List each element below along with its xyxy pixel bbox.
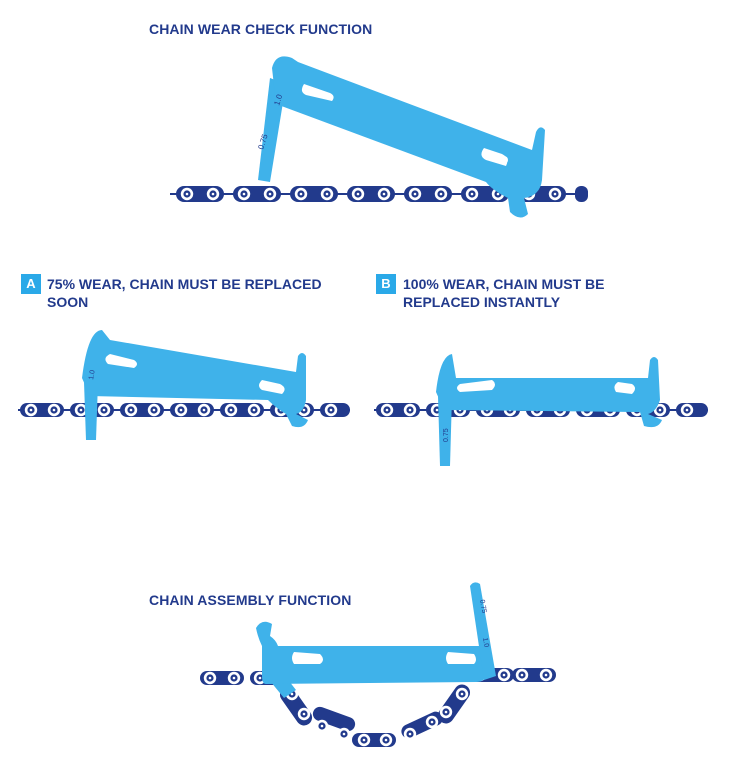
- tool-b: 0.75: [436, 354, 662, 466]
- caption-b: 100% WEAR, CHAIN MUST BE REPLACED INSTAN…: [403, 275, 604, 311]
- wear-check-title: CHAIN WEAR CHECK FUNCTION: [149, 21, 373, 37]
- mark-b: 0.75: [443, 428, 450, 442]
- badge-b: B: [376, 274, 396, 294]
- tool-top: 0.75 1.0: [256, 56, 545, 218]
- mark-bottom-075: 0.75: [478, 599, 487, 614]
- caption-a-line1: 75% WEAR, CHAIN MUST BE REPLACED: [47, 276, 322, 292]
- badge-a: A: [21, 274, 41, 294]
- caption-a: 75% WEAR, CHAIN MUST BE REPLACED SOON: [47, 275, 322, 311]
- caption-b-line1: 100% WEAR, CHAIN MUST BE: [403, 276, 605, 292]
- tool-a: 1.0: [82, 330, 308, 440]
- mark-a: 1.0: [88, 369, 97, 380]
- caption-a-line2: SOON: [47, 294, 89, 310]
- tool-bottom: 0.75 1.0: [256, 582, 496, 698]
- mark-top-10: 1.0: [272, 93, 284, 107]
- assembly-title: CHAIN ASSEMBLY FUNCTION: [149, 592, 352, 608]
- mark-bottom-10: 1.0: [481, 637, 490, 648]
- caption-b-line2: REPLACED INSTANTLY: [403, 294, 561, 310]
